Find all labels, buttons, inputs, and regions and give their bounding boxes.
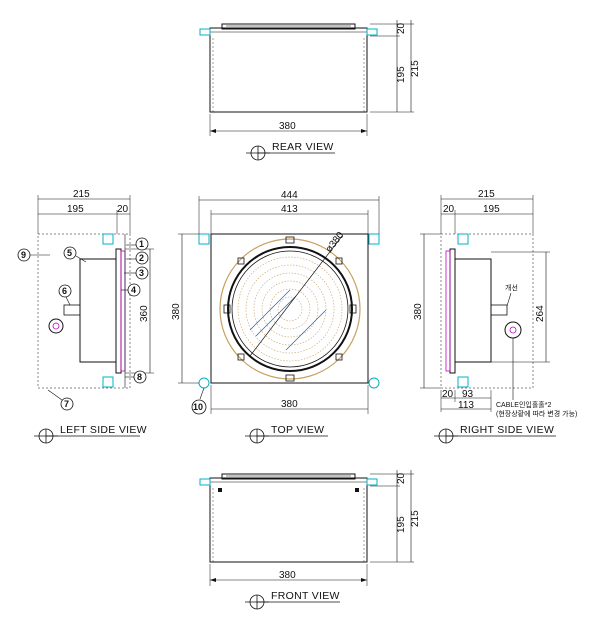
- right-dim-264: 264: [535, 305, 546, 322]
- svg-text:8: 8: [137, 372, 142, 382]
- balloon-3: 3: [124, 266, 149, 280]
- rear-dim-20: 20: [396, 22, 407, 34]
- right-dim-195: 195: [483, 204, 500, 215]
- svg-text:2: 2: [139, 253, 144, 263]
- right-dim-93: 93: [462, 389, 474, 400]
- front-dim-215: 215: [410, 510, 421, 527]
- svg-text:3: 3: [139, 268, 144, 278]
- left-side-view-caption: LEFT SIDE VIEW: [60, 424, 147, 436]
- svg-text:10: 10: [193, 402, 203, 412]
- rear-view-frame-top: [221, 23, 356, 30]
- note-gasket: 개선: [505, 283, 518, 292]
- right-side-view: 215 20 195 380 264 20 93 113 개선 CABLE인입홀…: [413, 189, 577, 444]
- rear-dim-215: 215: [410, 60, 421, 77]
- front-dim-195: 195: [396, 516, 407, 533]
- balloon-2: 2: [126, 251, 149, 265]
- balloon-4: 4: [121, 283, 141, 297]
- right-view-outline: [440, 233, 534, 389]
- front-dim-380: 380: [279, 570, 296, 581]
- left-dim-195: 195: [67, 204, 84, 215]
- right-dim-20: 20: [443, 204, 455, 215]
- top-view: ø380 444 413 380 380 10 TOP VIEW: [171, 190, 380, 444]
- right-side-view-caption: RIGHT SIDE VIEW: [460, 424, 554, 436]
- top-view-caption: TOP VIEW: [271, 424, 324, 436]
- right-dim-b20: 20: [442, 389, 454, 400]
- rear-dim-380: 380: [279, 121, 296, 132]
- svg-text:5: 5: [67, 248, 72, 258]
- rear-view-caption: REAR VIEW: [272, 141, 334, 153]
- front-view: 20 195 215 380 FRONT VIEW: [199, 470, 421, 610]
- right-dim-215: 215: [478, 189, 495, 200]
- top-view-plate: [210, 233, 369, 384]
- left-dim-215: 215: [73, 189, 90, 200]
- right-view-housing: [454, 258, 492, 363]
- balloon-9: 9: [17, 248, 50, 262]
- left-dim-360: 360: [139, 305, 150, 322]
- top-view-outer-ring: [219, 238, 361, 380]
- balloon-7: 7: [47, 389, 74, 411]
- rear-view-body: [209, 27, 368, 113]
- svg-text:4: 4: [131, 285, 136, 295]
- front-view-frame-top: [221, 473, 356, 480]
- svg-text:9: 9: [21, 250, 26, 260]
- rear-view: 20 195 215 380 REAR VIEW: [199, 20, 421, 161]
- svg-text:6: 6: [62, 286, 67, 296]
- right-dim-380: 380: [413, 303, 424, 320]
- left-view-outline: [37, 233, 131, 389]
- front-view-caption: FRONT VIEW: [271, 590, 340, 602]
- top-dim-380-left: 380: [171, 303, 182, 320]
- front-view-body: [209, 477, 368, 563]
- right-dim-113: 113: [458, 400, 474, 411]
- svg-text:1: 1: [139, 239, 144, 249]
- balloon-5: 5: [63, 246, 87, 263]
- note-cable-sub: (현장상황에 따라 변경 가능): [496, 409, 577, 418]
- left-view-housing: [79, 258, 117, 363]
- left-dim-20: 20: [117, 204, 129, 215]
- top-dim-444: 444: [281, 190, 298, 201]
- balloon-6: 6: [58, 284, 72, 306]
- top-dim-380-bottom: 380: [281, 399, 298, 410]
- front-dim-20: 20: [396, 472, 407, 484]
- balloon-10: 10: [191, 387, 207, 415]
- note-cable: CABLE인입홀홀*2: [496, 400, 551, 409]
- left-side-view: 215 195 20 360 9 5 6 1: [17, 189, 154, 444]
- rear-dim-195: 195: [396, 66, 407, 83]
- balloon-8: 8: [125, 370, 147, 384]
- svg-text:7: 7: [64, 399, 69, 409]
- top-view-bezel: [227, 246, 353, 372]
- balloon-1: 1: [126, 237, 149, 251]
- top-dim-413: 413: [281, 204, 298, 215]
